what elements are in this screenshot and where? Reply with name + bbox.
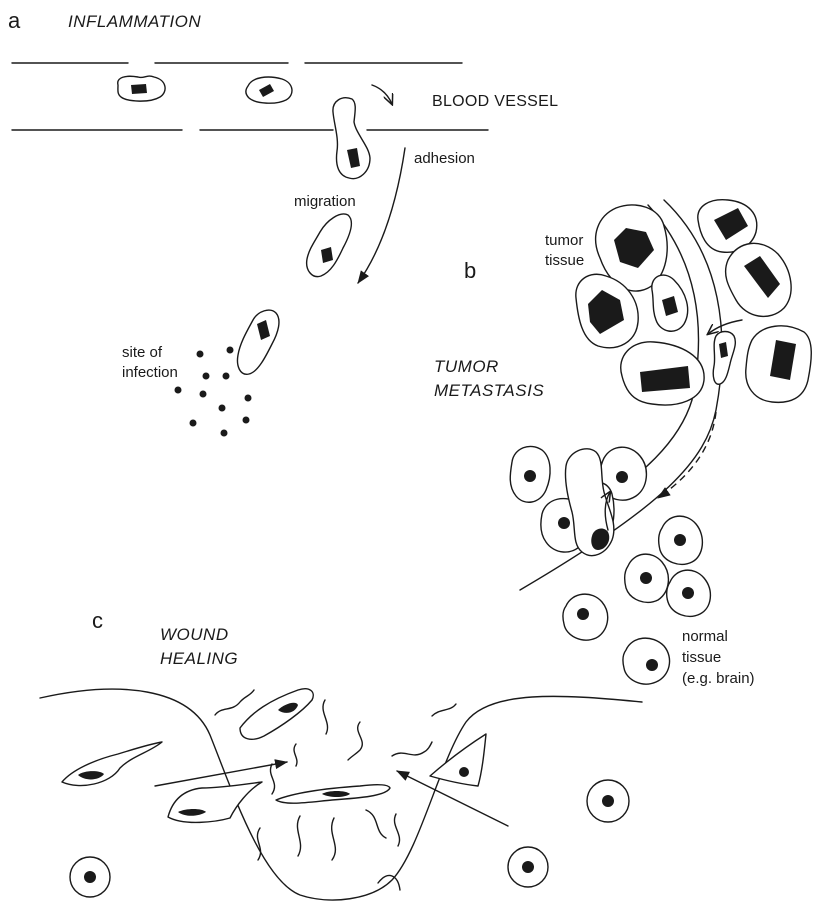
normal-tissue-cells: [510, 446, 710, 684]
leukocyte-circulating-1: [118, 76, 165, 101]
panel-a-title: INFLAMMATION: [68, 12, 201, 31]
blood-vessel-label: BLOOD VESSEL: [432, 93, 558, 110]
leukocyte-adhesion: [333, 98, 370, 179]
normal-tissue-label-3: (e.g. brain): [682, 670, 755, 687]
leukocyte-at-site: [237, 310, 278, 374]
panel-b-letter: b: [464, 258, 476, 283]
panel-c-title-1: WOUND: [160, 625, 229, 644]
normal-tissue-label-2: tissue: [682, 649, 721, 666]
panel-c-title-2: HEALING: [160, 649, 238, 668]
wound-arrow-left: [155, 762, 287, 786]
normal-tissue-label-1: normal: [682, 628, 728, 645]
tumor-tissue-label-1: tumor: [545, 232, 583, 249]
panel-a-letter: a: [8, 8, 21, 33]
panel-c-letter: c: [92, 608, 103, 633]
leukocyte-circulating-2: [246, 77, 292, 103]
tumor-cells: [576, 200, 811, 405]
panel-c: c WOUND HEALING: [40, 608, 642, 900]
panel-b: b tumor tissue TUMOR METASTASIS: [434, 200, 811, 687]
site-of-infection-label-1: site of: [122, 344, 163, 361]
panel-b-title-1: TUMOR: [434, 357, 499, 376]
adhesion-label: adhesion: [414, 150, 475, 167]
metastasis-dashed-arrow: [658, 412, 716, 498]
migration-label: migration: [294, 193, 356, 210]
panel-b-title-2: METASTASIS: [434, 381, 544, 400]
site-of-infection-label-2: infection: [122, 364, 178, 381]
tumor-tissue-label-2: tissue: [545, 252, 584, 269]
adhesion-curl-arrow: [372, 85, 392, 104]
leukocyte-migrating: [307, 214, 352, 277]
fibroblasts: [62, 689, 486, 823]
